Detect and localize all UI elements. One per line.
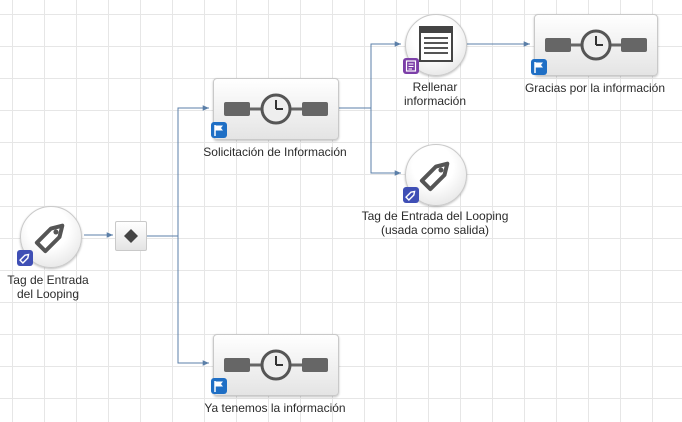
wait-timer-icon xyxy=(224,93,328,125)
wait-timer-icon xyxy=(545,29,647,61)
wait-timer-icon xyxy=(224,349,328,381)
split-node[interactable] xyxy=(115,221,147,251)
tag-badge-icon xyxy=(17,250,33,266)
request-info-label: Solicitación de Información xyxy=(203,145,347,159)
already-have-label: Ya tenemos la información xyxy=(204,401,346,415)
thanks-label: Gracias por la información xyxy=(524,81,666,95)
form-icon xyxy=(419,26,453,62)
flag-icon xyxy=(531,59,547,75)
entry-tag-label: Tag de Entrada del Looping xyxy=(7,273,89,301)
exit-tag-label: Tag de Entrada del Looping (usada como s… xyxy=(361,209,509,237)
connector-split-to-request xyxy=(147,105,209,237)
fill-info-label: Rellenar información xyxy=(403,80,467,108)
connector-split-to-already xyxy=(177,236,209,366)
flag-icon xyxy=(211,378,227,394)
diamond-icon xyxy=(124,229,138,243)
tag-badge-icon xyxy=(403,187,419,203)
thanks-node[interactable] xyxy=(534,14,658,76)
tag-icon xyxy=(419,161,450,192)
form-badge-icon xyxy=(403,58,419,74)
request-info-node[interactable] xyxy=(213,78,339,140)
connector-request-to-fill xyxy=(339,41,401,109)
flag-icon xyxy=(211,122,227,138)
tag-icon xyxy=(34,223,65,254)
connector-request-to-exit xyxy=(370,108,401,176)
already-have-node[interactable] xyxy=(213,334,339,396)
